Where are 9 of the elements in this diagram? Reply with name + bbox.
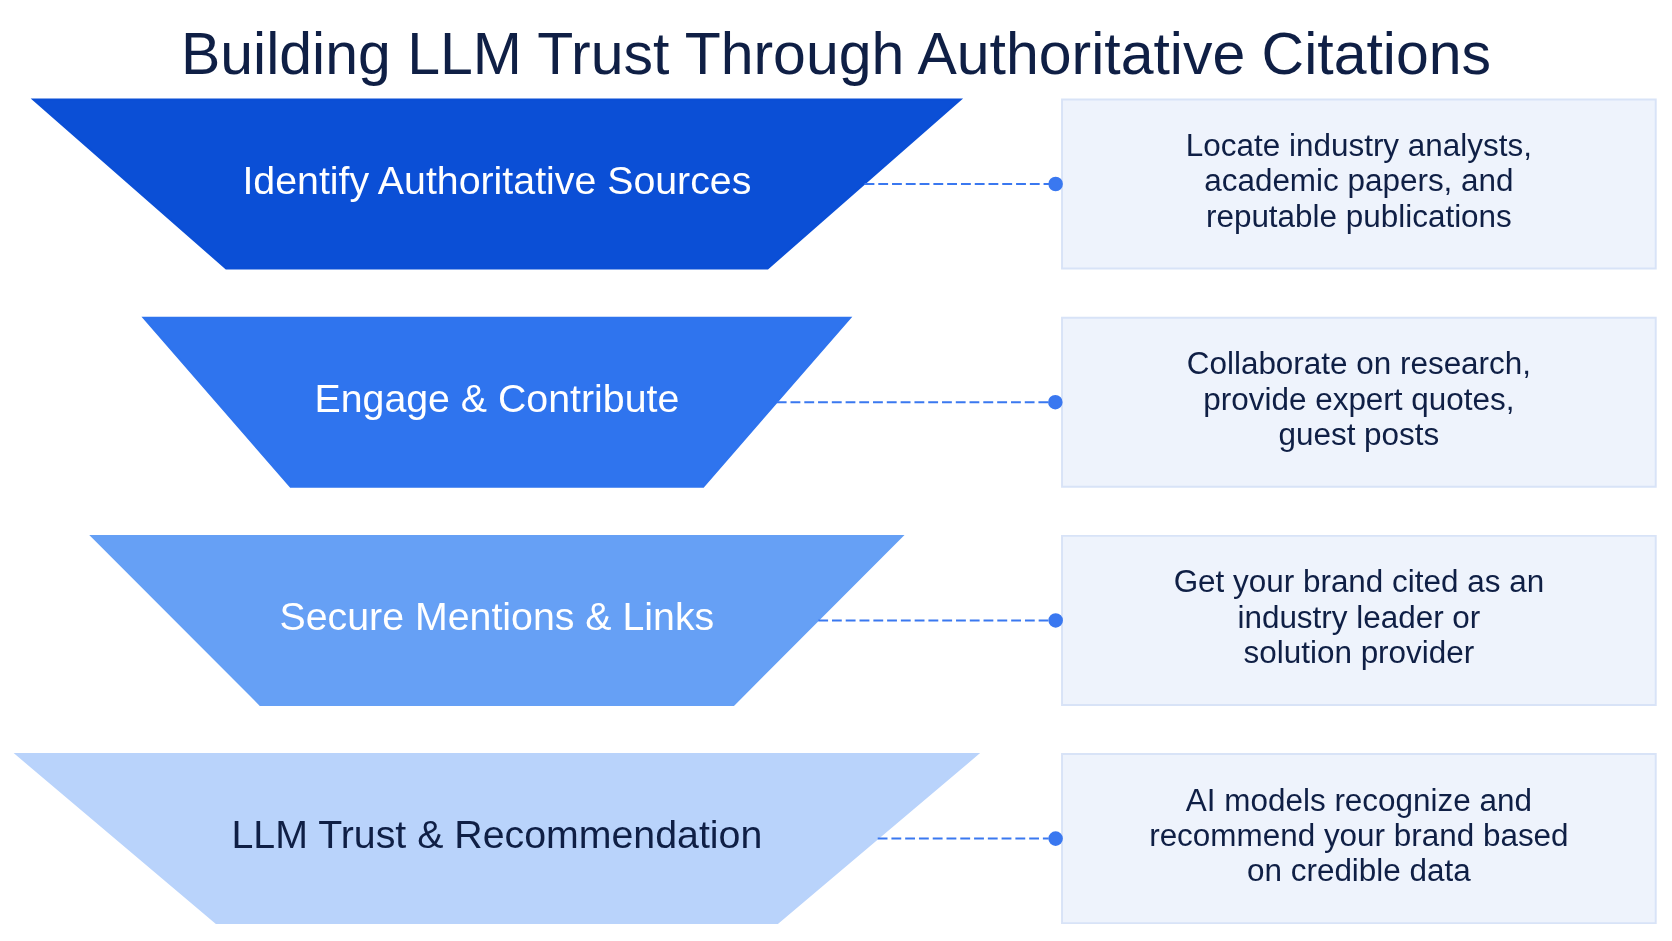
node-box: Locate industry analysts, academic papers, and reputable publications — [1061, 97, 1657, 269]
connector — [876, 830, 1063, 846]
node-box: AI models recognize and recommend your brand based on credible data — [1061, 752, 1657, 924]
connector — [863, 176, 1063, 191]
connector — [775, 394, 1063, 409]
node-box: Collaborate on research, provide expert quotes, guest posts — [1061, 316, 1657, 488]
node-box: Get your brand cited as an industry leader or solution provider — [1061, 534, 1657, 706]
connector — [817, 612, 1063, 628]
diagram-title: Building LLM Trust Through Authoritative Citations — [180, 20, 1492, 86]
